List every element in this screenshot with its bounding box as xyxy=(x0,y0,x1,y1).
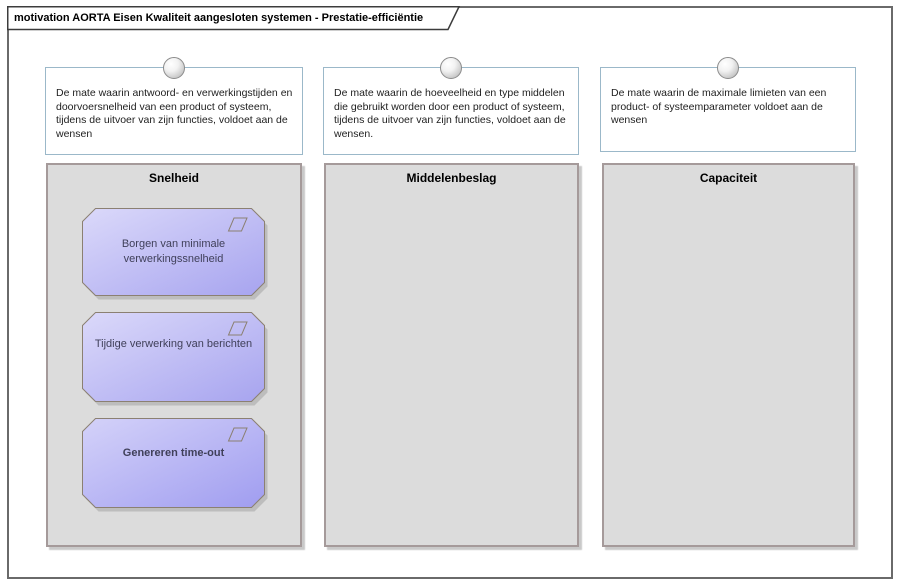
note-text: De mate waarin antwoord- en verwerkingst… xyxy=(56,87,293,140)
requirement-shape xyxy=(82,418,268,512)
note-text: De mate waarin de maximale limieten van … xyxy=(611,87,827,126)
requirement-label: Tijdige verwerking van berichten xyxy=(94,338,253,350)
sphere-icon xyxy=(440,57,462,79)
requirement-parallelogram-icon xyxy=(227,427,248,442)
diagram-title-tab[interactable]: motivation AORTA Eisen Kwaliteit aangesl… xyxy=(7,6,467,32)
note-text: De mate waarin de hoeveelheid en type mi… xyxy=(334,87,566,140)
requirement-label: Genereren time-out xyxy=(122,447,225,459)
requirement-tijdige-verwerking-berichten[interactable]: Tijdige verwerking van berichten xyxy=(82,312,269,406)
requirement-parallelogram-icon xyxy=(227,217,248,232)
sphere-icon xyxy=(163,57,185,79)
requirement-genereren-time-out[interactable]: Genereren time-out xyxy=(82,418,269,512)
note-middelenbeslag[interactable]: De mate waarin de hoeveelheid en type mi… xyxy=(323,57,579,155)
tab-shape xyxy=(7,6,461,31)
diagram-title: motivation AORTA Eisen Kwaliteit aangesl… xyxy=(14,12,424,24)
note-snelheid[interactable]: De mate waarin antwoord- en verwerkingst… xyxy=(45,57,303,155)
group-title: Snelheid xyxy=(148,171,199,185)
requirement-parallelogram-icon xyxy=(227,321,248,336)
note-capaciteit[interactable]: De mate waarin de maximale limieten van … xyxy=(600,57,856,152)
requirement-label: Borgen van minimale verwerkingssnelheid xyxy=(121,238,226,265)
sphere-icon xyxy=(717,57,739,79)
requirement-shape xyxy=(82,312,268,406)
group-capaciteit[interactable]: Capaciteit xyxy=(602,163,855,547)
requirement-borgen-minimale-verwerkingssnelheid[interactable]: Borgen van minimale verwerkingssnelheid xyxy=(82,208,269,300)
group-title: Middelenbeslag xyxy=(406,171,497,185)
group-title: Capaciteit xyxy=(699,171,758,185)
requirement-shape xyxy=(82,208,268,300)
group-middelenbeslag[interactable]: Middelenbeslag xyxy=(324,163,579,547)
